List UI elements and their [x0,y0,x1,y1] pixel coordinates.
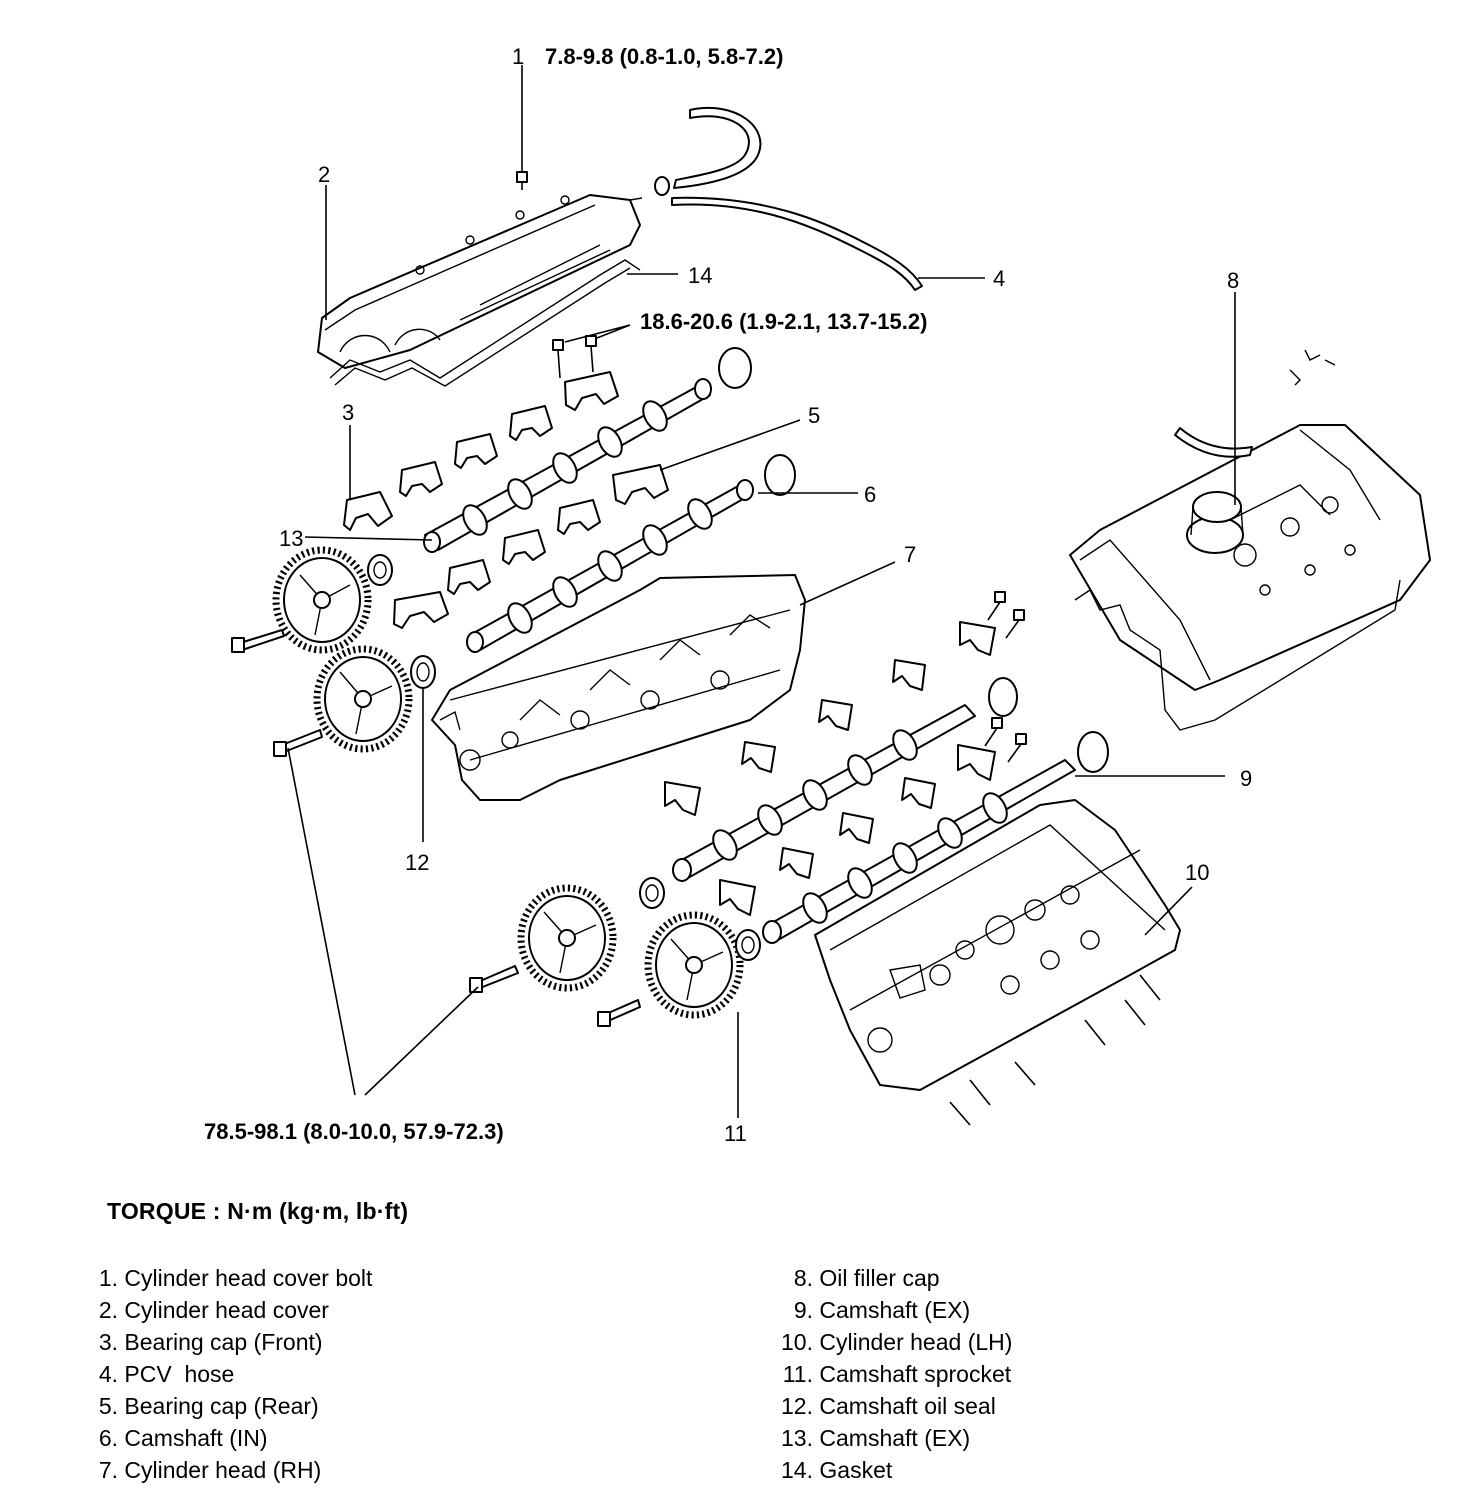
cylinder-head-cover-rh [317,194,643,369]
camshaft-oil-seals-rh [367,554,436,689]
torque-bearing-cap: 18.6-20.6 (1.9-2.1, 13.7-15.2) [640,309,927,334]
parts-legend-left: 1. Cylinder head cover bolt 2. Cylinder … [92,1262,373,1486]
callout-8: 8 [1227,268,1239,293]
callout-3: 3 [342,400,354,425]
callout-4: 4 [993,266,1005,291]
legend-item: 13. Camshaft (EX) [781,1425,971,1451]
camshaft-sprocket-rh-upper [272,546,372,654]
bearing-cap-bolts [552,335,597,379]
legend-item: 11. Camshaft sprocket [782,1361,1012,1387]
legend-item: 9. Camshaft (EX) [793,1297,971,1323]
callout-7: 7 [904,542,916,567]
legend-item: 6. Camshaft (IN) [98,1425,268,1451]
camshaft-sprocket-lh-right [644,911,744,1019]
bearing-caps-rh [343,371,669,629]
clip-fasteners [1289,349,1336,386]
callout-12: 12 [405,850,429,875]
camshaft-lh-upper [672,677,1018,882]
exploded-cylinder-head-diagram: 1 2 3 4 5 6 7 8 9 10 11 12 13 14 7.8-9.8… [204,44,1431,1146]
torque-sprocket-bolt: 78.5-98.1 (8.0-10.0, 57.9-72.3) [204,1119,504,1144]
cylinder-head-cover-assembly [1069,424,1431,731]
cylinder-head-lh [814,799,1181,1091]
bearing-cap-bolts-lh [984,591,1027,763]
camshaft-sprocket-lh-left [517,884,617,992]
cylinder-head-cover-bolt [516,171,528,190]
sprocket-bolts-rh [231,629,323,757]
camshaft-oil-seals-lh [639,877,761,961]
callout-6: 6 [864,482,876,507]
legend-item: 1. Cylinder head cover bolt [98,1265,373,1291]
callout-2: 2 [318,162,330,187]
camshaft-ex-lh [762,731,1109,944]
parts-legend-right: 8. Oil filler cap 9. Camshaft (EX) 10. C… [773,1262,1012,1486]
callout-numbers: 1 2 3 4 5 6 7 8 9 10 11 12 13 14 [279,44,1252,1146]
callout-10: 10 [1185,860,1209,885]
callout-5: 5 [808,403,820,428]
leader-lines [287,65,1236,1118]
gasket [329,259,641,387]
legend-item: 8. Oil filler cap [793,1265,940,1291]
sprocket-bolts-lh [469,965,641,1027]
legend-item: 14. Gasket [781,1457,893,1483]
callout-13: 13 [279,526,303,551]
camshaft-sprocket-rh-lower [313,645,413,753]
callout-9: 9 [1240,766,1252,791]
legend-item: 5. Bearing cap (Rear) [98,1393,319,1419]
callout-11: 11 [724,1121,747,1146]
torque-labels: 7.8-9.8 (0.8-1.0, 5.8-7.2) 18.6-20.6 (1.… [204,44,927,1144]
legend-item: 3. Bearing cap (Front) [98,1329,323,1355]
camshaft-ex-rh [423,347,752,553]
torque-units-title: TORQUE : N·m (kg·m, lb·ft) [107,1198,409,1224]
pcv-hose [654,106,923,291]
legend-item: 10. Cylinder head (LH) [781,1329,1013,1355]
legend-item: 4. PCV hose [98,1361,235,1387]
torque-cover-bolt: 7.8-9.8 (0.8-1.0, 5.8-7.2) [545,44,783,69]
head-studs [949,974,1161,1126]
legend-item: 12. Camshaft oil seal [781,1393,996,1419]
legend-item: 7. Cylinder head (RH) [98,1457,322,1483]
callout-14: 14 [688,263,712,288]
camshaft-in-rh [466,454,796,653]
callout-1: 1 [512,44,524,69]
oil-filler-cap [1186,491,1244,554]
legend-item: 2. Cylinder head cover [98,1297,329,1323]
bearing-caps-lh [664,621,996,916]
cylinder-head-rh [431,574,806,801]
